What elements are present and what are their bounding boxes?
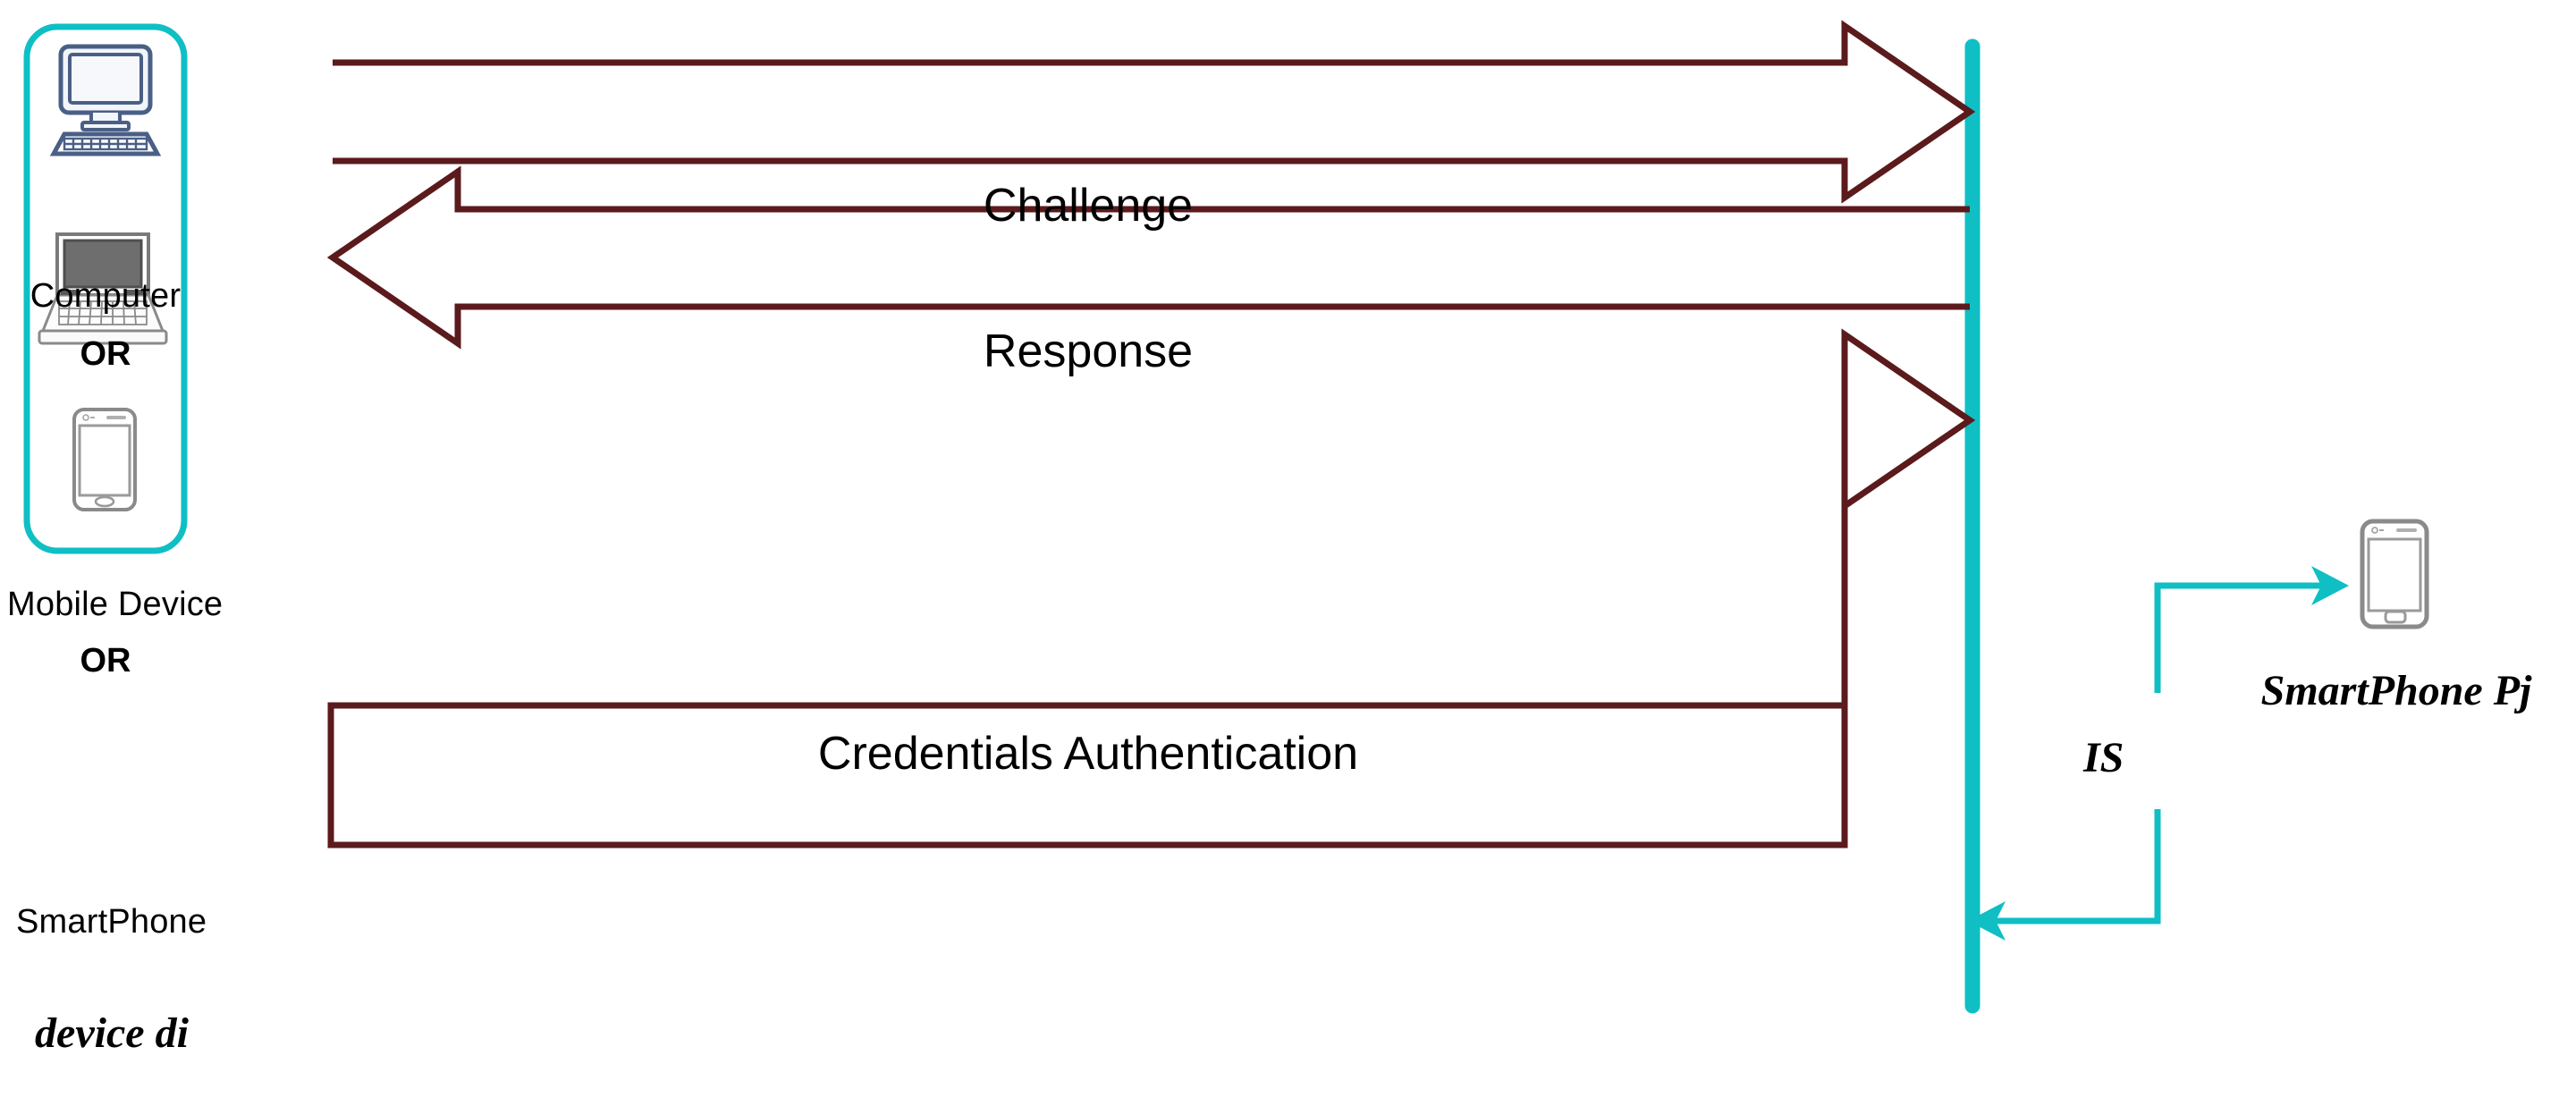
device-di-caption: device di: [35, 1009, 189, 1057]
smartphone-pj-icon: [2360, 519, 2429, 629]
desktop-computer-icon: [49, 44, 162, 156]
laptop-icon: [38, 232, 168, 345]
or-separator-2: OR: [80, 642, 131, 680]
flow-label-challenge: Challenge: [983, 180, 1194, 232]
device-label-smartphone: SmartPhone: [16, 903, 207, 941]
flow-label-credentials-authentication: Credentials Authentication: [817, 728, 1359, 780]
smartphone-pj-label: SmartPhone Pj: [2260, 667, 2532, 714]
device-label-mobile-device: Mobile Device: [7, 586, 224, 623]
or-separator-1: OR: [80, 335, 131, 373]
teal-arrow-to-service: [1968, 809, 2161, 941]
flow-arrow-credentials: [327, 328, 1976, 848]
flow-arrow-challenge: [333, 20, 1976, 204]
flow-label-response: Response: [983, 325, 1194, 377]
device-label-computer: Computer: [30, 277, 182, 315]
smartphone-icon: [72, 408, 137, 511]
device-group-box: [23, 23, 188, 554]
identity-service-label: IS: [2083, 734, 2124, 781]
teal-arrow-to-phone: [2154, 566, 2349, 693]
flow-arrow-response: [326, 165, 1970, 350]
